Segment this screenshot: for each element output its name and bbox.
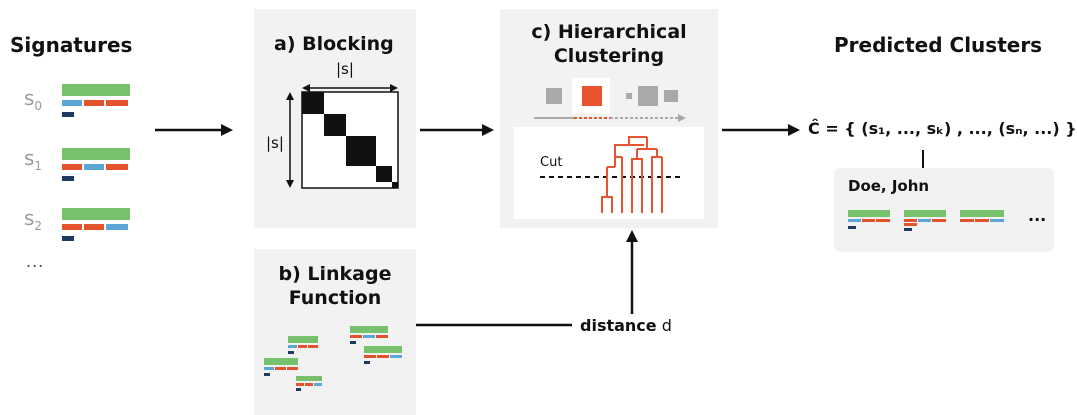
signature-glyph-s2 xyxy=(62,208,130,241)
signature-label-s1: s1 xyxy=(24,146,43,173)
cluster-signature-glyphs xyxy=(848,210,1004,231)
linkage-glyph-5 xyxy=(296,376,322,391)
dendrogram xyxy=(540,136,682,213)
signature-label-s0: s0 xyxy=(24,86,43,113)
predicted-title: Predicted Clusters xyxy=(834,33,1043,57)
cluster-glyph-1 xyxy=(848,210,890,229)
formula-connector-line xyxy=(922,150,924,168)
clustering-title: c) Hierarchical Clustering xyxy=(500,20,718,68)
cluster-glyph-2 xyxy=(904,210,946,231)
arrow-signatures-to-blocking xyxy=(155,124,233,136)
blocking-matrix xyxy=(286,84,399,189)
linkage-title: b) Linkage Function xyxy=(254,262,416,310)
linkage-glyph-3 xyxy=(364,346,402,364)
blocking-side-label: |s| xyxy=(266,134,284,152)
signatures-title: Signatures xyxy=(10,33,133,57)
cluster-glyph-3 xyxy=(960,210,1004,222)
blocking-title: a) Blocking xyxy=(274,33,394,55)
signature-glyph-s0 xyxy=(62,84,130,117)
dendrogram-box xyxy=(514,127,704,219)
linkage-glyph-2 xyxy=(350,326,388,344)
cluster-name: Doe, John xyxy=(848,177,930,195)
signature-glyph-s1 xyxy=(62,148,130,181)
clustering-title-line2: Clustering xyxy=(553,45,665,67)
clustering-merge-strip xyxy=(534,78,686,122)
linkage-to-distance-line xyxy=(416,323,572,327)
linkage-signature-glyphs xyxy=(264,326,402,391)
predicted-formula: Ĉ = { (s₁, ..., sₖ) , ..., (sₙ, ...) } xyxy=(808,119,1077,138)
blocking-top-label: |s| xyxy=(336,60,354,78)
arrow-clustering-to-predicted xyxy=(722,124,800,136)
signature-label-s2: s2 xyxy=(24,206,43,233)
linkage-title-line2: Function xyxy=(288,287,382,309)
linkage-glyph-4 xyxy=(264,358,298,376)
clustering-title-line1: c) Hierarchical xyxy=(531,21,687,43)
linkage-panel xyxy=(254,249,416,415)
cut-label: Cut xyxy=(540,155,563,170)
linkage-glyph-1 xyxy=(288,336,318,354)
cluster-ellipsis: ... xyxy=(1028,206,1047,225)
distance-label: distance d xyxy=(580,316,672,335)
arrow-distance-to-clustering xyxy=(626,230,638,314)
signatures-ellipsis: ... xyxy=(26,252,45,271)
arrow-blocking-to-clustering xyxy=(420,124,494,136)
linkage-title-line1: b) Linkage xyxy=(278,263,392,285)
